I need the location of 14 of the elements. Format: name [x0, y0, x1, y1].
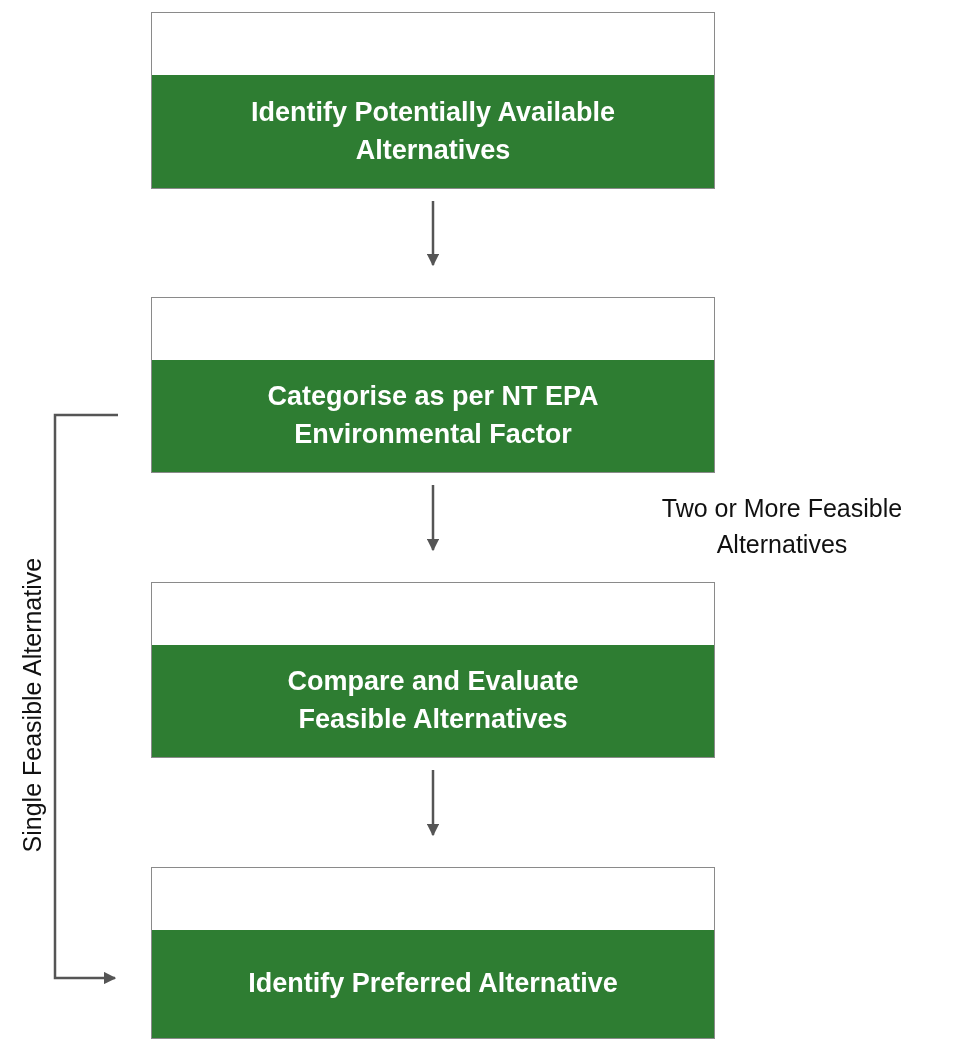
process-box: [151, 582, 715, 758]
process-box: [151, 867, 715, 1039]
step-label: Identify Potentially Available Alternatives: [249, 95, 617, 167]
step-label: Categorise as per NT EPA Environmental Factor: [266, 380, 600, 451]
step-label: Identify Preferred Alternative: [248, 967, 618, 1001]
process-box: [151, 12, 715, 189]
arrow: [426, 485, 440, 552]
step-label: Compare and Evaluate Feasible Alternatives: [286, 665, 580, 736]
arrow: [426, 201, 440, 267]
arrow: [426, 770, 440, 837]
arrow: [53, 413, 118, 985]
branch-note: Two or More Feasible Alternatives: [660, 493, 904, 561]
process-box: [151, 297, 715, 473]
edge-label: Single Feasible Alternative: [16, 556, 47, 855]
